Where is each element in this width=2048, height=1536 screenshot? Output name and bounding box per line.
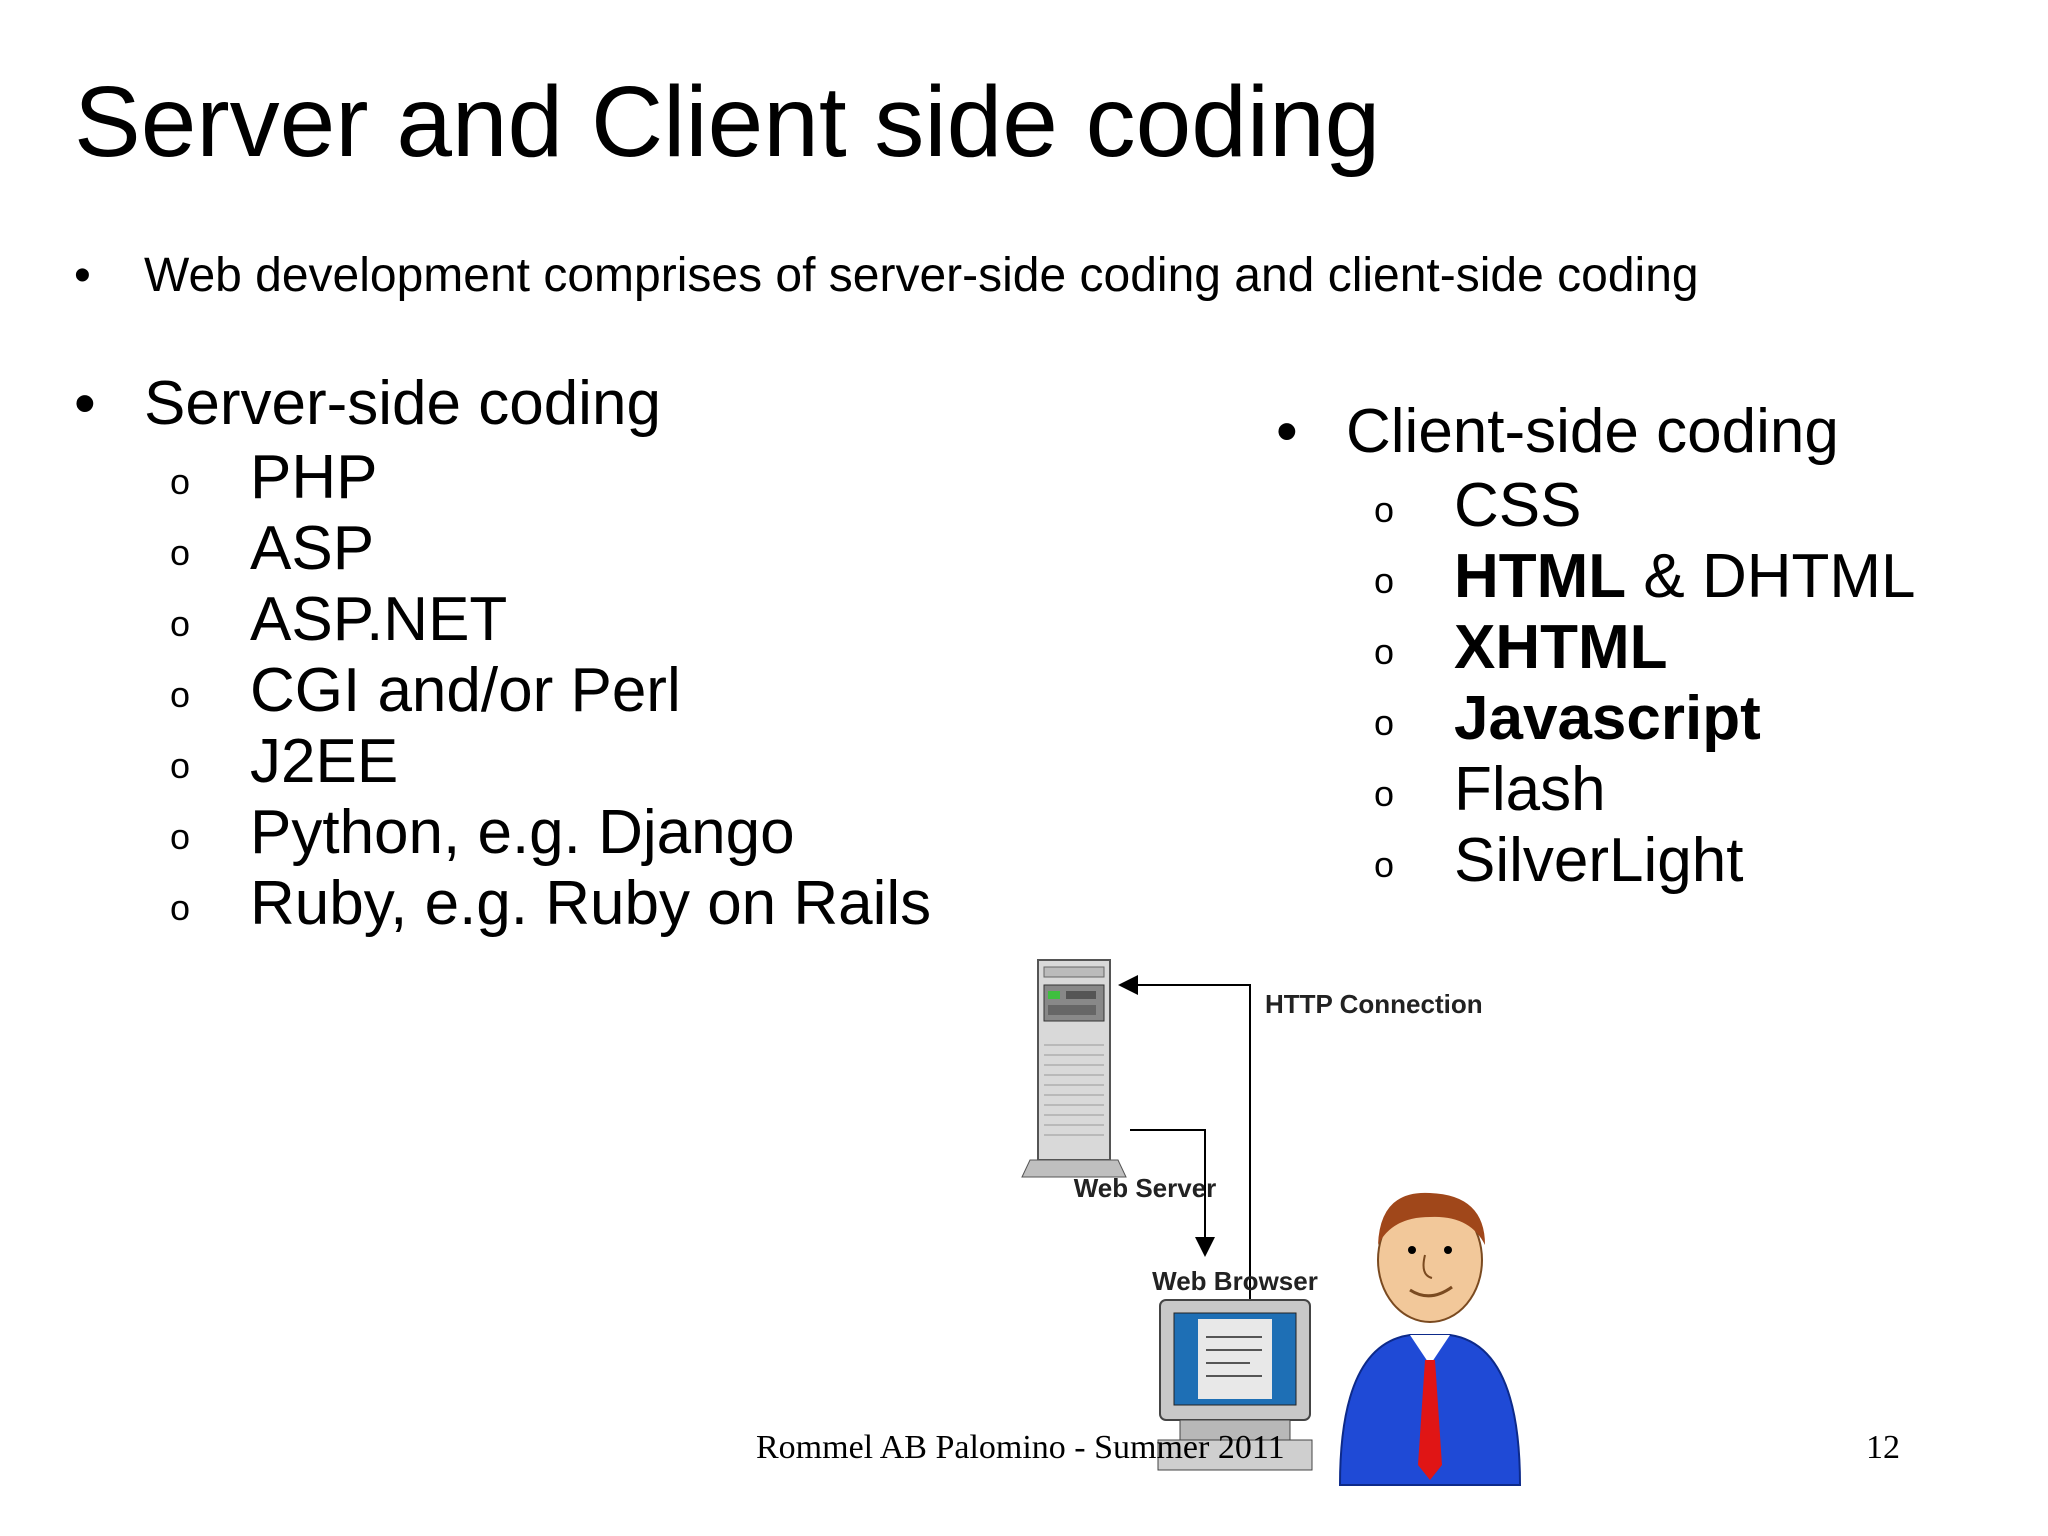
sub-bullet: o: [1374, 489, 1395, 531]
server-item: Ruby, e.g. Ruby on Rails: [250, 869, 932, 938]
sub-bullet: o: [170, 745, 191, 787]
bullet-dot: •: [74, 249, 91, 302]
client-item-bold: Javascript: [1454, 684, 1761, 753]
http-connection-label: HTTP Connection: [1265, 989, 1483, 1019]
sub-bullet: o: [170, 461, 191, 503]
web-server-icon: [1021, 959, 1127, 1178]
server-item: Python, e.g. Django: [250, 798, 795, 867]
client-item-text: Flash: [1454, 755, 1606, 824]
sub-bullet: o: [170, 603, 191, 645]
list-item: o HTML & DHTML: [1374, 541, 1916, 616]
server-side-heading-text: Server-side coding: [144, 369, 661, 438]
list-item: o XHTML: [1374, 612, 1668, 687]
web-browser-label: Web Browser: [1152, 1266, 1318, 1296]
web-server-label: Web Server: [1074, 1173, 1217, 1203]
list-item: o ASP: [170, 513, 374, 588]
bullet-dot: •: [1276, 397, 1298, 466]
server-item: CGI and/or Perl: [250, 656, 681, 725]
user-avatar-icon: [1338, 1192, 1522, 1486]
sub-bullet: o: [1374, 631, 1395, 673]
footer-author: Rommel AB Palomino - Summer 2011: [756, 1429, 1285, 1466]
client-item-text: SilverLight: [1454, 826, 1744, 895]
sub-bullet: o: [1374, 844, 1395, 886]
server-item: PHP: [250, 443, 378, 512]
page-number: 12: [1866, 1429, 1900, 1466]
list-item: o Python, e.g. Django: [170, 797, 795, 872]
list-item: o PHP: [170, 442, 377, 517]
client-item-bold: XHTML: [1454, 613, 1668, 682]
sub-bullet: o: [1374, 560, 1395, 602]
list-item: o CGI and/or Perl: [170, 655, 681, 730]
list-item: o J2EE: [170, 726, 398, 801]
sub-bullet: o: [170, 532, 191, 574]
list-item: o Flash: [1374, 754, 1606, 829]
slide-title: Server and Client side coding: [74, 66, 1381, 178]
web-browser-icon: [1157, 1299, 1313, 1471]
list-item: o ASP.NET: [170, 584, 507, 659]
list-item: o SilverLight: [1374, 825, 1743, 900]
sub-bullet: o: [170, 674, 191, 716]
sub-bullet: o: [1374, 773, 1395, 815]
list-item: o CSS: [1374, 470, 1581, 545]
client-item-bold: HTML: [1454, 542, 1627, 611]
bullet-dot: •: [74, 369, 96, 438]
list-item: o Javascript: [1374, 683, 1761, 758]
response-arrow: [1130, 1129, 1215, 1257]
sub-bullet: o: [170, 816, 191, 858]
intro-text: Web development comprises of server-side…: [144, 249, 1699, 302]
server-item: ASP.NET: [250, 585, 508, 654]
list-item: o Ruby, e.g. Ruby on Rails: [170, 868, 931, 943]
request-arrow: [1118, 975, 1251, 1300]
client-side-heading-text: Client-side coding: [1346, 397, 1839, 466]
sub-bullet: o: [170, 887, 191, 929]
client-item-text: & DHTML: [1626, 542, 1916, 611]
server-item: J2EE: [250, 727, 399, 796]
http-diagram: Web Server HTTP Connection Web Browser: [1021, 959, 1522, 1486]
client-item-text: CSS: [1454, 471, 1582, 540]
sub-bullet: o: [1374, 702, 1395, 744]
server-item: ASP: [250, 514, 375, 583]
